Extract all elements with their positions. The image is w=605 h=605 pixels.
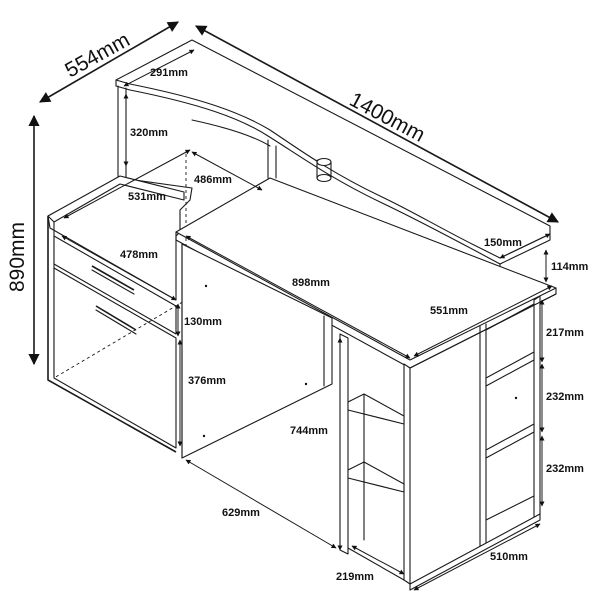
label-bottom-width: 629mm	[222, 507, 260, 519]
label-drawer-height: 130mm	[184, 316, 222, 328]
label-right-top-depth: 551mm	[430, 305, 468, 317]
label-inner-depth: 486mm	[194, 174, 232, 186]
label-left-top-width: 531mm	[128, 191, 166, 203]
label-hutch-height: 320mm	[130, 127, 168, 139]
label-side-depth: 219mm	[336, 571, 374, 583]
label-height-total: 890mm	[6, 222, 29, 292]
dimension-arrows	[28, 21, 559, 591]
label-cabinet-height: 376mm	[188, 375, 226, 387]
label-depth-total: 554mm	[61, 28, 133, 82]
label-drawer-width: 478mm	[120, 249, 158, 261]
label-main-top-width: 898mm	[292, 277, 330, 289]
label-leg-height: 744mm	[290, 425, 328, 437]
label-hutch-depth: 291mm	[150, 67, 188, 79]
label-shelf-2: 232mm	[546, 391, 584, 403]
label-shelf-1: 217mm	[546, 327, 584, 339]
desk-drawing	[47, 39, 557, 591]
label-shelf-top-width: 150mm	[484, 237, 522, 249]
label-shelf-top-height: 114mm	[551, 261, 589, 273]
label-right-base-width: 510mm	[490, 551, 528, 563]
label-shelf-3: 232mm	[546, 463, 584, 475]
